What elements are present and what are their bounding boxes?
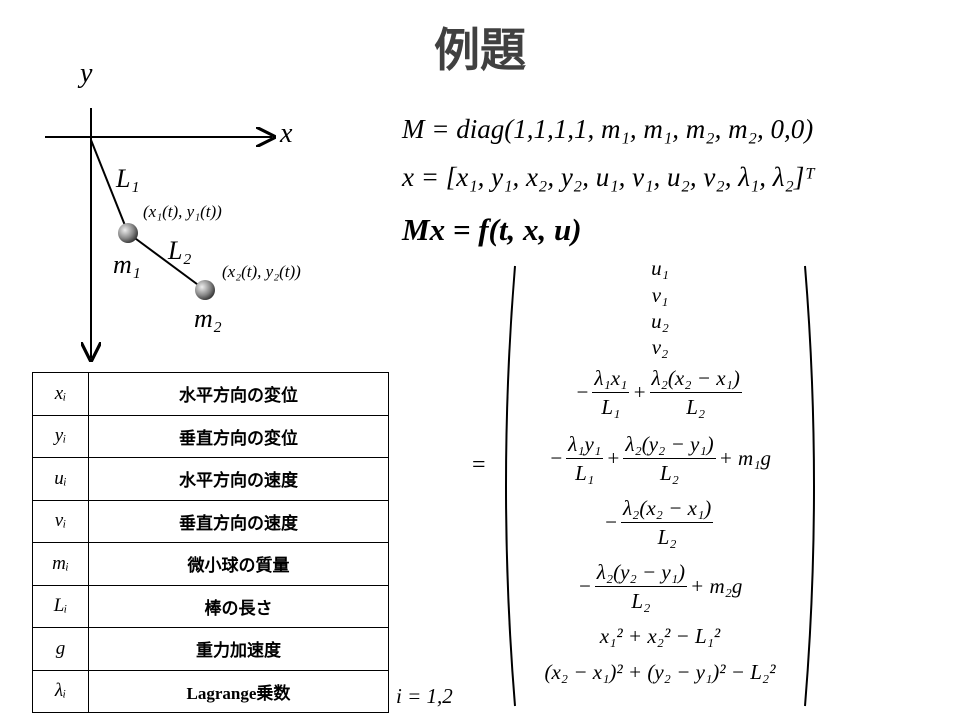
equals-sign: = bbox=[472, 452, 486, 478]
rod-1 bbox=[90, 139, 129, 234]
symbol-cell: yᵢ bbox=[32, 414, 89, 458]
symbol-cell: xᵢ bbox=[32, 372, 89, 416]
plus: + bbox=[606, 446, 621, 470]
minus: − bbox=[603, 510, 618, 534]
description-cell: 垂直方向の速度 bbox=[88, 499, 389, 543]
denominator: L₂ bbox=[631, 589, 651, 613]
symbol-cell: mᵢ bbox=[32, 542, 89, 586]
gravity-term: + m₁g bbox=[718, 446, 772, 470]
description-cell: 微小球の質量 bbox=[88, 542, 389, 586]
fraction: λ₂(x₂ − x₁)L₂ bbox=[649, 364, 742, 421]
symbol-cell: g bbox=[32, 627, 89, 671]
state-vector-equation: x = [x₁, y₁, x₂, y₂, u₁, v₁, u₂, v₂, λ₁,… bbox=[402, 162, 815, 192]
fraction: λ₂(y₂ − y₁)L₂ bbox=[623, 430, 716, 487]
symbol-cell: Lᵢ bbox=[32, 584, 89, 628]
symbol-cell: λᵢ bbox=[32, 669, 89, 713]
denominator: L₂ bbox=[660, 461, 679, 485]
pendulum-diagram bbox=[45, 108, 400, 372]
slide-title: 例題 bbox=[434, 23, 526, 77]
rhs-row-10: (x₂ − x₁)² + (y₂ − y₁)² − L₂² bbox=[544, 660, 776, 684]
numerator: λ₂(y₂ − y₁) bbox=[623, 430, 716, 459]
denominator: L₁ bbox=[575, 461, 595, 485]
denominator: L₂ bbox=[686, 395, 706, 419]
ball-1-mass: m₁ bbox=[113, 250, 141, 279]
symbol-cell: vᵢ bbox=[32, 499, 89, 543]
description-cell: Lagrange乗数 bbox=[88, 669, 389, 713]
rod-1-label: L₁ bbox=[116, 164, 140, 193]
minus: − bbox=[548, 446, 564, 470]
rhs-row-1: u₁ bbox=[651, 256, 669, 280]
numerator: λ₁x₁ bbox=[592, 364, 630, 393]
numerator: λ₂(x₂ − x₁) bbox=[620, 494, 714, 523]
ball-2-mass: m₂ bbox=[194, 304, 222, 333]
rhs-row-2: v₁ bbox=[651, 283, 669, 307]
rhs-row-7: − λ₂(x₂ − x₁)L₂ bbox=[515, 494, 805, 551]
symbol-cell: uᵢ bbox=[32, 457, 89, 501]
description-cell: 垂直方向の変位 bbox=[88, 414, 389, 458]
plus: + bbox=[632, 380, 647, 404]
fraction: λ₂(y₂ − y₁)L₂ bbox=[594, 558, 688, 615]
minus: − bbox=[575, 380, 590, 404]
system-equation: Mx = f(t, x, u) bbox=[402, 212, 582, 247]
numerator: λ₁y₁ bbox=[566, 430, 604, 459]
ball-1 bbox=[118, 223, 138, 243]
rod-2-label: L₂ bbox=[168, 236, 192, 265]
right-paren bbox=[804, 265, 815, 707]
x-axis-label: x bbox=[280, 118, 293, 149]
ball-1-position: (x₁(t), y₁(t)) bbox=[143, 202, 222, 221]
description-cell: 重力加速度 bbox=[88, 627, 389, 671]
mass-matrix-equation: M = diag(1,1,1,1, m₁, m₁, m₂, m₂, 0,0) bbox=[402, 114, 814, 144]
description-cell: 水平方向の速度 bbox=[88, 457, 389, 501]
rhs-row-4: v₂ bbox=[651, 335, 669, 359]
rhs-row-3: u₂ bbox=[651, 309, 669, 333]
numerator: λ₂(x₂ − x₁) bbox=[649, 364, 742, 393]
ball-2 bbox=[195, 280, 215, 300]
denominator: L₁ bbox=[601, 395, 621, 419]
denominator: L₂ bbox=[657, 525, 677, 549]
matrix-parentheses bbox=[505, 265, 815, 707]
rod-2 bbox=[127, 232, 206, 291]
index-note: i = 1,2 bbox=[396, 684, 453, 708]
minus: − bbox=[577, 574, 592, 598]
left-paren bbox=[505, 265, 516, 707]
gravity-term: + m₂g bbox=[690, 574, 743, 598]
fraction: λ₂(x₂ − x₁)L₂ bbox=[620, 494, 714, 551]
rhs-row-8: − λ₂(y₂ − y₁)L₂ + m₂g bbox=[515, 558, 805, 615]
rhs-row-9: x₁² + x₂² − L₁² bbox=[599, 624, 721, 648]
y-axis-label: y bbox=[80, 58, 93, 89]
description-cell: 水平方向の変位 bbox=[88, 372, 389, 416]
description-cell: 棒の長さ bbox=[88, 584, 389, 628]
numerator: λ₂(y₂ − y₁) bbox=[594, 558, 688, 587]
ball-2-position: (x₂(t), y₂(t)) bbox=[222, 262, 301, 281]
